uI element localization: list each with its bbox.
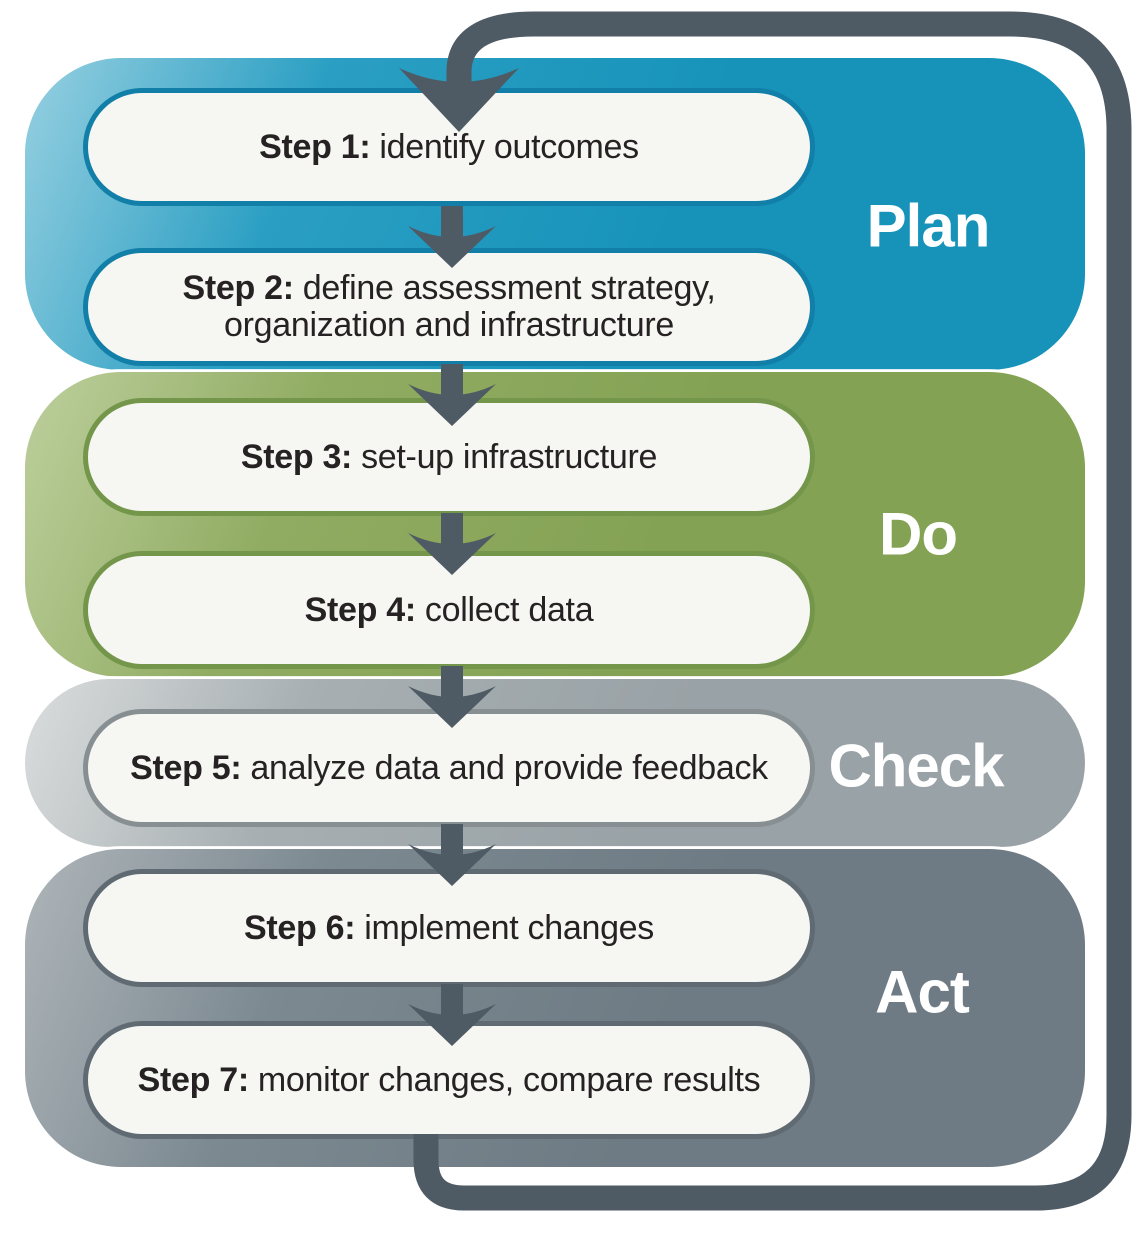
step-pill-5: Step 5:analyze data and provide feedback [83,709,815,827]
step-pill-4: Step 4:collect data [83,551,815,669]
step-pill-3: Step 3:set-up infrastructure [83,398,815,516]
step-text-7: Step 7:monitor changes, compare results [137,1060,761,1099]
step-description-1: identify outcomes [379,127,639,166]
step-number-7: Step 7: [137,1060,250,1099]
step-pill-1: Step 1:identify outcomes [83,88,815,206]
step-description-2: define assessment strategy, organization… [224,269,716,344]
step-description-3: set-up infrastructure [361,437,658,476]
phase-label-act: Act [875,958,970,1026]
step-number-4: Step 4: [304,590,417,629]
phase-label-do: Do [879,500,958,568]
step-text-6: Step 6:implement changes [244,908,654,947]
step-number-3: Step 3: [240,437,353,476]
step-pill-2: Step 2:define assessment strategy, organ… [83,248,815,366]
step-description-4: collect data [424,590,594,629]
step-number-1: Step 1: [259,127,371,166]
step-number-2: Step 2: [182,269,295,308]
step-text-1: Step 1:identify outcomes [259,127,639,166]
step-number-5: Step 5: [130,748,242,787]
step-text-4: Step 4:collect data [304,590,594,629]
phase-label-check: Check [828,732,1004,800]
step-pill-6: Step 6:implement changes [83,869,815,987]
step-pill-7: Step 7:monitor changes, compare results [83,1021,815,1139]
step-text-3: Step 3:set-up infrastructure [240,437,658,476]
step-description-6: implement changes [364,908,654,947]
step-text-2: Step 2:define assessment strategy, organ… [169,270,729,343]
step-text-5: Step 5:analyze data and provide feedback [130,748,768,787]
step-number-6: Step 6: [244,908,356,947]
step-description-5: analyze data and provide feedback [250,748,768,787]
step-description-7: monitor changes, compare results [257,1060,761,1099]
phase-label-plan: Plan [866,192,991,260]
